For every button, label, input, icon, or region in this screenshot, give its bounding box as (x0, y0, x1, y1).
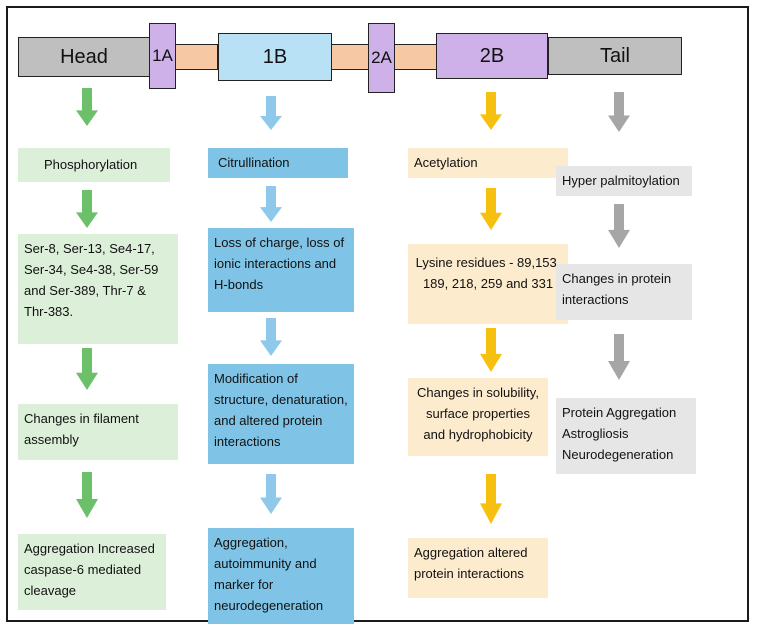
acetylation-step-3: Changes in solubility, surface propertie… (408, 378, 548, 456)
down-arrow-icon (608, 204, 630, 248)
coil-2a-domain: 2A (368, 23, 395, 93)
down-arrow-icon (76, 88, 98, 126)
head-domain: Head (18, 37, 150, 77)
down-arrow-icon (260, 186, 282, 222)
palmitoylation-step-2: Changes in protein interactions (556, 264, 692, 320)
citrullination-step-1: Citrullination (208, 148, 348, 178)
down-arrow-icon (480, 188, 502, 230)
citrullination-step-4: Aggregation, autoimmunity and marker for… (208, 528, 354, 624)
down-arrow-icon (76, 472, 98, 518)
citrullination-step-2: Loss of charge, loss of ionic interactio… (208, 228, 354, 312)
down-arrow-icon (480, 92, 502, 130)
phosphorylation-step-3: Changes in filament assembly (18, 404, 178, 460)
palmitoylation-step-1: Hyper palmitoylation (556, 166, 692, 196)
phosphorylation-step-4: Aggregation Increased caspase-6 mediated… (18, 534, 166, 610)
linker-segment-3 (394, 44, 438, 70)
down-arrow-icon (76, 348, 98, 390)
down-arrow-icon (260, 96, 282, 130)
down-arrow-icon (480, 328, 502, 372)
linker-segment-2 (330, 44, 370, 70)
down-arrow-icon (608, 334, 630, 380)
acetylation-step-2: Lysine residues - 89,153, 189, 218, 259 … (408, 244, 568, 324)
coil-1a-domain: 1A (149, 23, 176, 89)
figure-frame: Head 1A 1B 2A 2B Tail Phosphorylation Se… (6, 6, 749, 624)
down-arrow-icon (608, 92, 630, 132)
down-arrow-icon (480, 474, 502, 524)
down-arrow-icon (76, 190, 98, 228)
phosphorylation-step-2: Ser-8, Ser-13, Se4-17, Ser-34, Se4-38, S… (18, 234, 178, 344)
citrullination-step-3: Modification of structure, denaturation,… (208, 364, 354, 464)
acetylation-step-4: Aggregation altered protein interactions (408, 538, 548, 598)
palmitoylation-step-3: Protein Aggregation Astrogliosis Neurode… (556, 398, 696, 474)
down-arrow-icon (260, 474, 282, 514)
tail-domain: Tail (548, 37, 682, 75)
acetylation-step-1: Acetylation (408, 148, 568, 178)
phosphorylation-step-1: Phosphorylation (18, 148, 170, 182)
coil-1b-domain: 1B (218, 33, 332, 81)
coil-2b-domain: 2B (436, 33, 548, 79)
down-arrow-icon (260, 318, 282, 356)
